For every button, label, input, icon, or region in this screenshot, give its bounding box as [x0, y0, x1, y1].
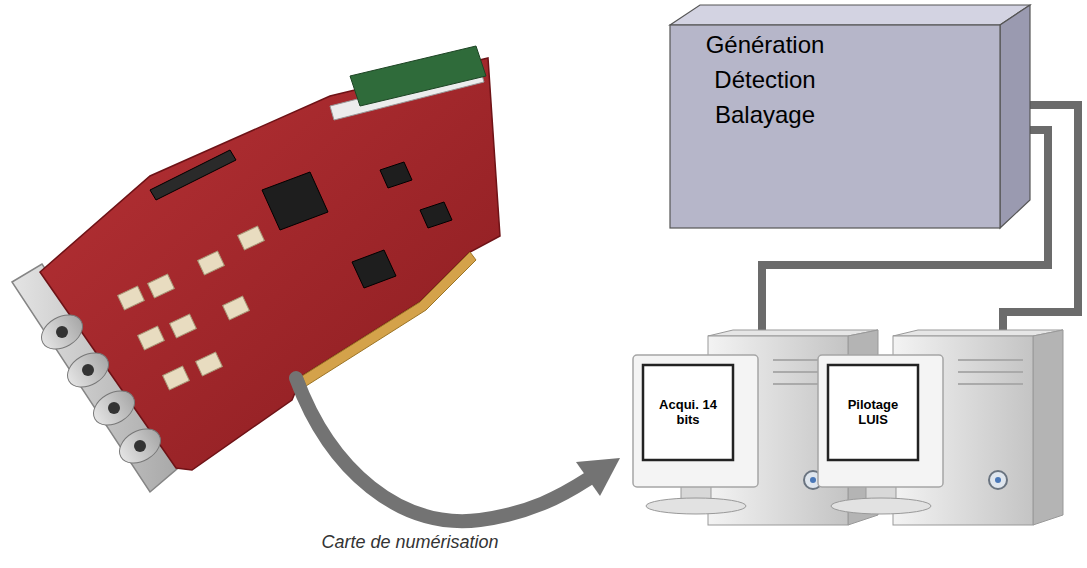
monitor-bezel — [633, 355, 758, 487]
power-led — [810, 477, 816, 483]
bnc-center — [56, 326, 68, 338]
bnc-center — [108, 402, 120, 414]
chip — [380, 162, 412, 188]
bnc-center — [82, 364, 94, 376]
bnc-connectors — [35, 308, 166, 470]
relay — [198, 251, 225, 275]
relay — [170, 314, 197, 338]
curved-arrow — [296, 378, 588, 521]
bnc-body — [61, 346, 114, 394]
block-top-face — [670, 5, 1030, 25]
block-front-face — [670, 25, 1000, 228]
relay-group — [118, 226, 265, 390]
power-led — [995, 477, 1001, 483]
monitor-screen — [828, 365, 918, 460]
drive-slot — [958, 383, 1023, 385]
block-side-face — [1000, 5, 1030, 228]
relay — [196, 352, 223, 376]
card-caption: Carte de numérisation — [240, 532, 580, 553]
chip — [352, 250, 396, 288]
chip — [420, 202, 452, 228]
relay — [223, 296, 250, 320]
power-button — [989, 471, 1007, 489]
relay — [138, 326, 165, 350]
monitor-base — [831, 498, 931, 514]
drive-slot — [958, 371, 1023, 373]
screen-label: Acqui. 14 bits — [645, 367, 731, 458]
fpga-chip — [262, 172, 328, 230]
connector-header — [150, 150, 236, 200]
bnc-center — [134, 440, 146, 452]
monitor-bezel — [818, 355, 943, 487]
screen-label: Pilotage LUIS — [830, 367, 916, 458]
relay — [238, 226, 265, 250]
bnc-body — [113, 422, 166, 470]
circuit-board — [40, 58, 500, 470]
tower-side — [1033, 330, 1063, 525]
bnc-body — [35, 308, 88, 356]
drive-slot — [958, 359, 1023, 361]
memory-module — [350, 46, 486, 106]
relay — [148, 274, 175, 298]
equipment-block: Génération Détection Balayage — [670, 5, 1030, 228]
monitor-base — [646, 498, 746, 514]
block-label: Génération Détection Balayage — [685, 27, 845, 132]
arrow-head — [576, 458, 620, 496]
computer-node: Pilotage LUIS — [818, 330, 1068, 530]
monitor-screen — [643, 365, 733, 460]
relay — [118, 286, 145, 310]
bnc-body — [87, 384, 140, 432]
relay — [163, 366, 190, 390]
